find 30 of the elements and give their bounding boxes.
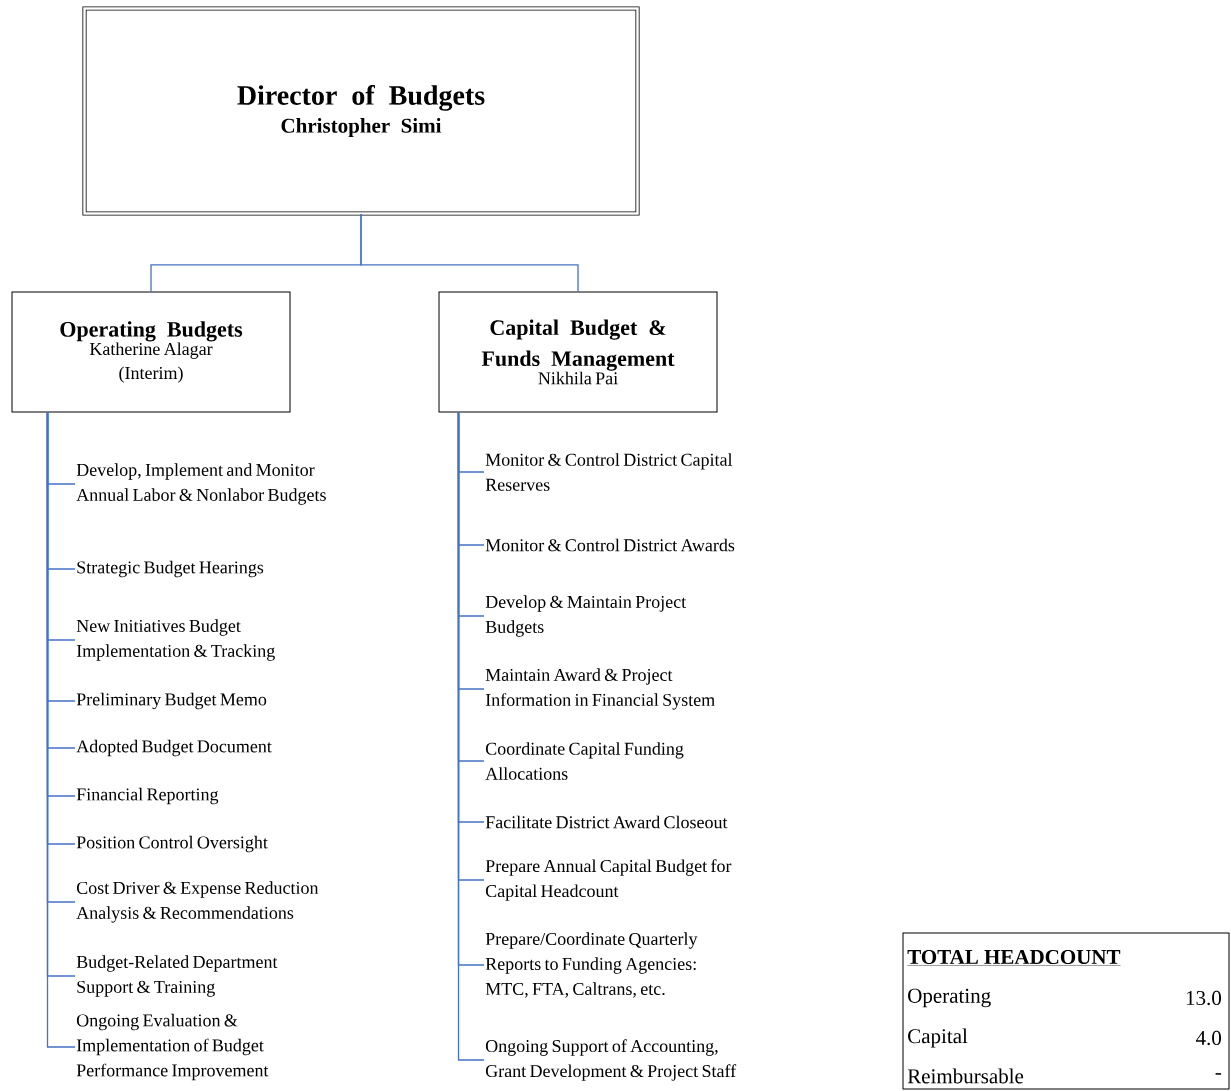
table-heading: TOTAL HEADCOUNT <box>907 949 1121 966</box>
org-box: Capital Budget & Funds Management Nikhila Pai <box>438 291 718 413</box>
table-cell: Operating <box>908 988 991 1008</box>
table-cell: 4.0 <box>1195 1030 1221 1046</box>
task-text: Budget-Related Department Support & Training <box>76 955 278 997</box>
task-text: Ongoing Support of Accounting, Grant Development & Project Staff <box>485 1039 737 1081</box>
task-text: Monitor & Control District Capital Reserves <box>485 453 733 491</box>
table-cell: Capital <box>908 1028 968 1048</box>
task-text: Coordinate Capital Funding Allocations <box>485 742 684 780</box>
task-text: Prepare/Coordinate Quarterly Reports to Funding Agencies: MTC, FTA, Caltrans, etc. <box>485 932 698 998</box>
title-box: Director of Budgets Christopher Simi <box>82 6 640 216</box>
connector-line <box>360 213 579 293</box>
task-text: Cost Driver & Expense Reduction Analysis & Recommendations <box>76 881 319 923</box>
table-cell: Reimbursable <box>907 1068 1024 1084</box>
task-text: Develop, Implement and Monitor Annual Labor & Nonlabor Budgets <box>76 463 326 505</box>
task-text: Facilitate District Award Closeout <box>485 815 728 829</box>
task-text: Adopted Budget Document <box>76 739 272 757</box>
task-text: New Initiatives Budget Implementation & Tracking <box>76 619 275 661</box>
task-text: Financial Reporting <box>76 787 219 805</box>
task-text: Monitor & Control District Awards <box>485 538 735 552</box>
table-cell: 13.0 <box>1186 990 1221 1006</box>
task-text: Preliminary Budget Memo <box>76 692 267 710</box>
task-text: Develop & Maintain Project Budgets <box>485 595 687 637</box>
task-text: Prepare Annual Capital Budget for Capital Headcount <box>485 859 732 901</box>
task-text: Strategic Budget Hearings <box>77 560 264 578</box>
task-text: Ongoing Evaluation & Implementation of Budget Performance Improvement <box>76 1013 269 1081</box>
task-text: Maintain Award & Project Information in Financial System <box>485 668 715 710</box>
task-text: Position Control Oversight <box>76 835 268 853</box>
table-cell: - <box>1215 1073 1222 1075</box>
org-box: Operating Budgets Katherine Alagar (Interim) <box>11 291 291 413</box>
